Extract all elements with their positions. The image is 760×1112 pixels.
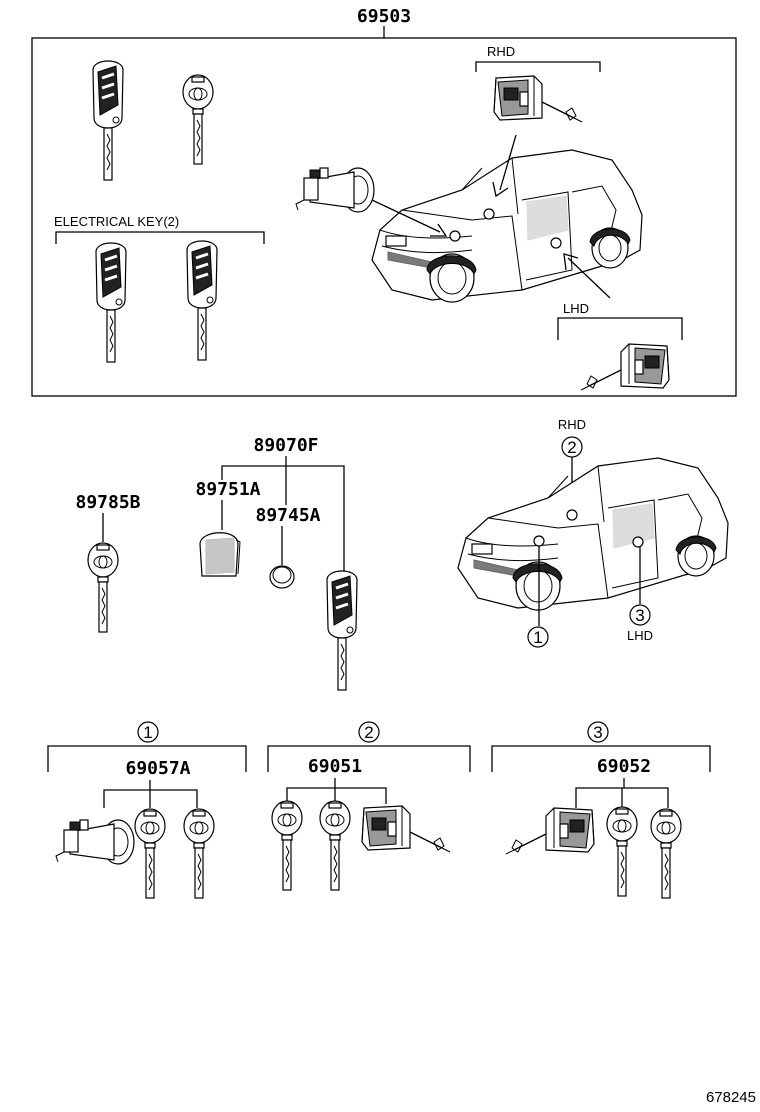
set-number-2: 2: [364, 723, 373, 742]
door-lock-cylinder-icon: [493, 75, 583, 123]
remote-key-icon: [185, 239, 219, 362]
lhd-label-top: LHD: [563, 301, 589, 316]
set-circle-1: [137, 721, 159, 743]
callout-1: 1: [533, 628, 542, 647]
key-icon: [650, 808, 682, 899]
door-lock-cylinder-icon: [361, 805, 451, 853]
set-number-1: 1: [143, 723, 152, 742]
coin-battery-icon: [269, 565, 295, 589]
key-icon: [183, 808, 215, 899]
drawing-number: 678245: [706, 1089, 756, 1106]
set-number-3: 3: [593, 723, 602, 742]
arrow-ignition: [371, 199, 448, 237]
key-icon: [606, 806, 638, 897]
ignition-cylinder-icon: [55, 819, 135, 865]
door-lock-cylinder-icon: [580, 343, 670, 391]
key-icon: [319, 800, 351, 891]
transmitter-case-icon: [199, 532, 241, 577]
set-bracket-2: [267, 745, 471, 772]
set-bracket-3: [491, 745, 711, 772]
lhd-label-mid: LHD: [627, 628, 653, 643]
rhd-bracket-top: [475, 61, 601, 72]
part-number-89751A: 89751A: [195, 479, 260, 500]
part-number-89785B: 89785B: [75, 492, 140, 513]
key-icon: [87, 542, 119, 633]
bracket-89070F: [221, 465, 345, 574]
part-number-69051: 69051: [308, 756, 362, 777]
remote-key-icon: [91, 59, 125, 182]
set-circle-2: [358, 721, 380, 743]
callout-3: 3: [635, 606, 644, 625]
lhd-bracket-top: [557, 317, 683, 340]
key-icon: [134, 808, 166, 899]
callout-circle-3: [629, 604, 651, 626]
callout-circle-1: [527, 626, 549, 648]
rhd-label-top: RHD: [487, 44, 515, 59]
part-number-69057A: 69057A: [125, 758, 190, 779]
part-number-69503: 69503: [357, 6, 411, 27]
remote-key-icon: [325, 569, 359, 692]
key-icon: [271, 800, 303, 891]
set-circle-3: [587, 721, 609, 743]
callout-2: 2: [567, 438, 576, 457]
remote-key-icon: [94, 241, 128, 364]
electrical-key-label: ELECTRICAL KEY(2): [54, 214, 179, 229]
kit-frame-69503: [31, 37, 737, 397]
rhd-label-mid: RHD: [558, 417, 586, 432]
part-number-69052: 69052: [597, 756, 651, 777]
set-bracket-1: [47, 745, 247, 772]
part-number-89745A: 89745A: [255, 505, 320, 526]
key-icon: [182, 74, 214, 165]
arrow-lhd: [563, 253, 611, 299]
arrow-rhd: [492, 134, 517, 198]
part-number-89070F: 89070F: [253, 435, 318, 456]
electrical-key-bracket: [55, 231, 265, 244]
ignition-cylinder-icon: [295, 167, 375, 213]
car-icon: [371, 149, 643, 303]
door-lock-cylinder-icon: [505, 807, 595, 855]
car-icon: [457, 457, 729, 611]
